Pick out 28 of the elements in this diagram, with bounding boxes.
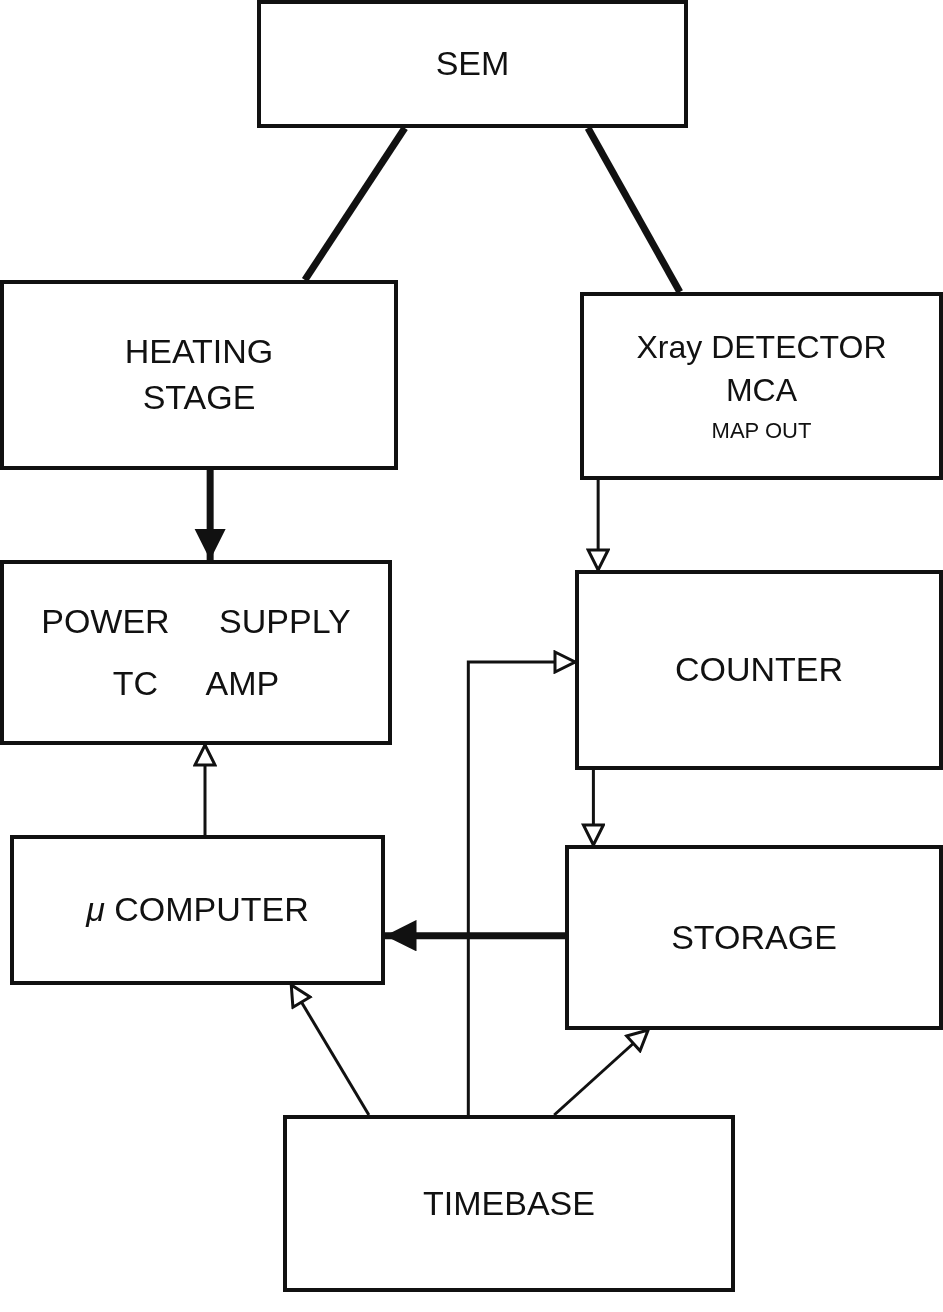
box-label: POWER SUPPLY	[41, 600, 351, 642]
process-box	[565, 845, 943, 1030]
box-label: Xray DETECTOR MCA	[635, 327, 888, 411]
arrow	[553, 1028, 650, 1117]
box-label: COUNTER	[674, 649, 844, 691]
box-label: STORAGE	[671, 916, 837, 958]
arrow	[586, 480, 610, 572]
process-box	[575, 570, 943, 770]
arrow	[194, 470, 226, 560]
arrow	[289, 983, 371, 1116]
process-box	[0, 280, 398, 470]
process-box	[283, 1115, 735, 1292]
box-label: MAP OUT	[711, 417, 812, 446]
arrow	[193, 743, 217, 835]
arrow	[581, 770, 605, 847]
connector-line	[584, 126, 683, 294]
box-label: TC AMP	[112, 662, 280, 704]
arrow	[466, 650, 577, 1115]
box-label: SEM	[435, 43, 510, 85]
connector-line	[301, 126, 408, 282]
process-box	[10, 835, 385, 985]
process-box	[580, 292, 943, 480]
arrow	[385, 919, 565, 952]
box-label: μ COMPUTER	[86, 889, 309, 931]
box-label: TIMEBASE	[423, 1182, 595, 1224]
box-label: HEATING STAGE	[123, 331, 275, 418]
process-box	[0, 560, 392, 745]
process-box	[257, 0, 688, 128]
